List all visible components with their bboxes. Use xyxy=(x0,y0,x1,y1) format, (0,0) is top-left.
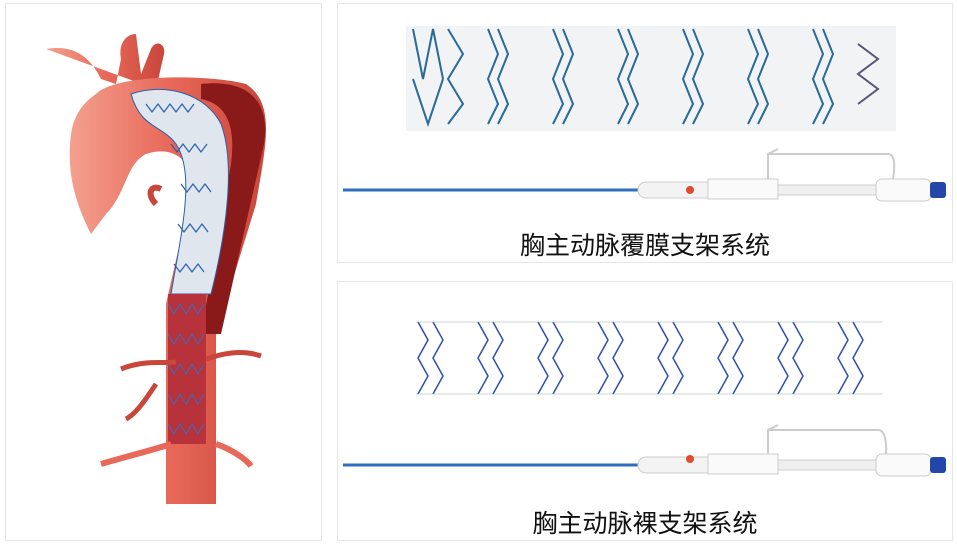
aorta-stent-illustration xyxy=(46,34,267,504)
covered-stent-caption: 胸主动脉覆膜支架系统 xyxy=(519,231,770,260)
aorta-illustration-panel xyxy=(5,3,322,541)
bare-stent-graphic xyxy=(343,321,946,477)
bare-stent-caption: 胸主动脉裸支架系统 xyxy=(532,509,758,538)
bare-stent-panel: 胸主动脉裸支架系统 xyxy=(337,281,953,541)
covered-stent-panel: 胸主动脉覆膜支架系统 xyxy=(337,3,953,263)
covered-stent-graphic xyxy=(343,26,946,202)
